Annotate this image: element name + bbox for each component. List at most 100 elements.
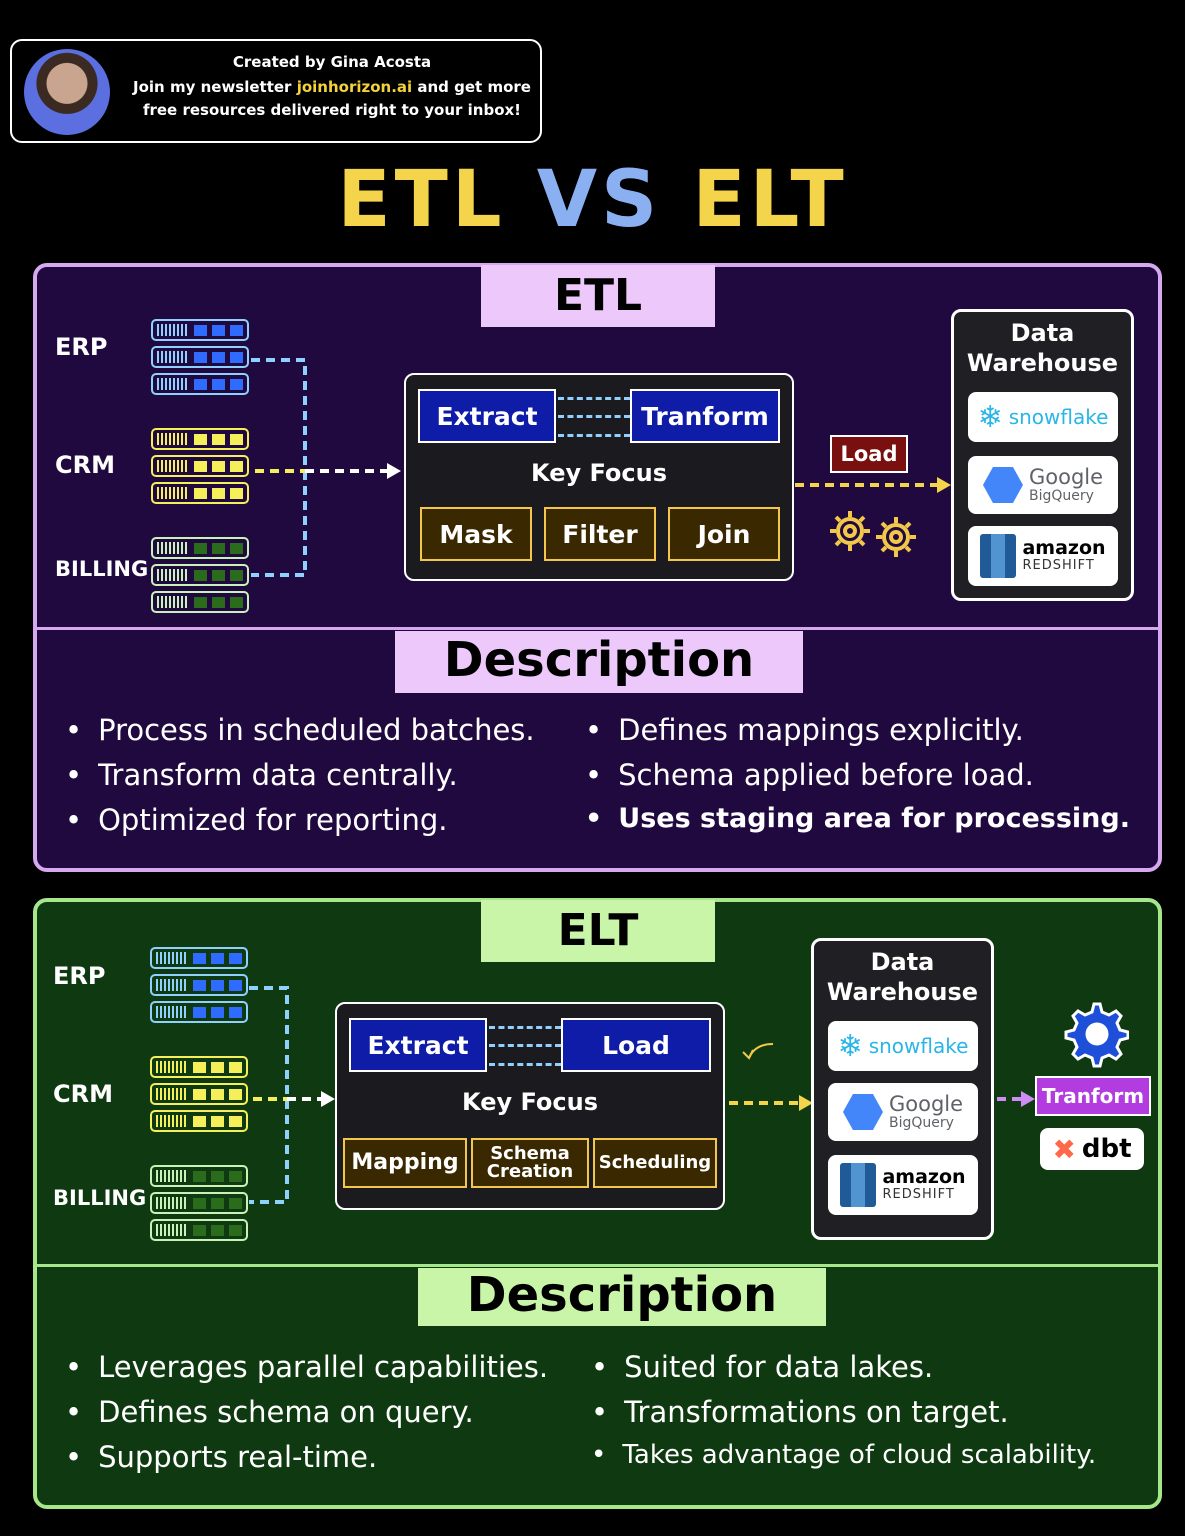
elt-tag: ELT — [481, 900, 715, 962]
desc-item: Defines schema on query. — [65, 1395, 548, 1440]
server-icon — [150, 1192, 248, 1214]
server-icon — [150, 1083, 248, 1105]
server-icon — [150, 1056, 248, 1078]
desc-item: Process in scheduled batches. — [65, 713, 535, 758]
snowflake-icon: ❄ — [977, 399, 1003, 435]
transform-step: Tranform — [630, 389, 780, 443]
dbt-icon: ✖ — [1052, 1132, 1076, 1166]
elt-desc-left: Leverages parallel capabilities. Defines… — [65, 1350, 548, 1485]
elt-panel: ELT ERP CRM BILLING Extract Load Key Foc… — [33, 898, 1162, 1509]
newsletter-line: Join my newsletter joinhorizon.ai and ge… — [133, 78, 531, 96]
etl-panel: ETL ERP CRM BILLING Extract Tranform Key… — [33, 263, 1162, 872]
key-focus-label: Key Focus — [531, 459, 667, 487]
desc-item: Optimized for reporting. — [65, 803, 535, 848]
crm-label: CRM — [55, 451, 115, 479]
billing-servers — [150, 1165, 248, 1241]
server-icon — [150, 947, 248, 969]
load-label: Load — [830, 435, 908, 473]
step-connector — [558, 397, 630, 437]
extract-step: Extract — [418, 389, 556, 443]
newsletter-link[interactable]: joinhorizon.ai — [296, 78, 413, 96]
focus-schema-creation: Schema Creation — [471, 1138, 589, 1188]
key-focus-label: Key Focus — [462, 1088, 598, 1116]
etl-connectors — [251, 358, 951, 577]
erp-servers — [150, 947, 248, 1023]
desc-item: Leverages parallel capabilities. — [65, 1350, 548, 1395]
etl-description-tag: Description — [395, 631, 803, 693]
server-icon — [151, 591, 249, 613]
focus-filter: Filter — [544, 507, 656, 561]
redshift-icon — [840, 1163, 877, 1207]
desc-item: Transform data centrally. — [65, 758, 535, 803]
billing-label: BILLING — [53, 1186, 147, 1210]
server-icon — [151, 346, 249, 368]
redshift-icon — [980, 534, 1017, 578]
server-icon — [150, 1110, 248, 1132]
etl-divider — [37, 627, 1158, 630]
warehouse-title: Data Warehouse — [966, 319, 1119, 377]
server-icon — [151, 537, 249, 559]
server-icon — [151, 482, 249, 504]
etl-tag: ETL — [481, 265, 715, 327]
server-icon — [150, 1219, 248, 1241]
elt-divider — [37, 1264, 1158, 1267]
transform-label: Tranform — [1035, 1076, 1151, 1116]
server-icon — [151, 373, 249, 395]
erp-servers — [151, 319, 249, 395]
elt-process-box: Extract Load Key Focus Mapping Schema Cr… — [335, 1002, 725, 1210]
elt-description-tag: Description — [418, 1268, 826, 1326]
billing-servers — [151, 537, 249, 613]
dbt-logo: ✖dbt — [1040, 1128, 1144, 1170]
etl-process-box: Extract Tranform Key Focus Mask Filter J… — [404, 373, 794, 581]
focus-mask: Mask — [420, 507, 532, 561]
erp-label: ERP — [53, 962, 106, 990]
warehouse-title: Data Warehouse — [826, 948, 979, 1006]
erp-label: ERP — [55, 333, 108, 361]
desc-item: Defines mappings explicitly. — [585, 713, 1130, 758]
server-icon — [151, 564, 249, 586]
load-step: Load — [561, 1018, 711, 1072]
bigquery-icon — [982, 467, 1023, 503]
server-icon — [151, 455, 249, 477]
creator-card: Created by Gina Acosta Join my newslette… — [10, 39, 542, 143]
gears-icon — [830, 511, 916, 557]
snowflake-logo: ❄snowflake — [828, 1021, 978, 1071]
elt-desc-right: Suited for data lakes. Transformations o… — [591, 1350, 1096, 1485]
elt-connectors — [249, 986, 1035, 1204]
server-icon — [150, 1165, 248, 1187]
server-icon — [150, 974, 248, 996]
desc-item: Uses staging area for processing. — [585, 803, 1130, 848]
focus-join: Join — [668, 507, 780, 561]
desc-item: Takes advantage of cloud scalability. — [591, 1440, 1096, 1485]
bigquery-icon — [842, 1094, 883, 1130]
billing-label: BILLING — [55, 557, 149, 581]
crm-label: CRM — [53, 1080, 113, 1108]
avatar — [24, 49, 110, 135]
created-by: Created by Gina Acosta — [232, 53, 432, 71]
focus-mapping: Mapping — [343, 1138, 467, 1188]
focus-scheduling: Scheduling — [593, 1138, 717, 1188]
resources-line: free resources delivered right to your i… — [142, 101, 522, 119]
step-connector — [489, 1026, 561, 1066]
crm-servers — [150, 1056, 248, 1132]
server-icon — [151, 428, 249, 450]
desc-item: Supports real-time. — [65, 1440, 548, 1485]
desc-item: Transformations on target. — [591, 1395, 1096, 1440]
server-icon — [151, 319, 249, 341]
etl-desc-right: Defines mappings explicitly. Schema appl… — [585, 713, 1130, 848]
snowflake-logo: ❄snowflake — [968, 392, 1118, 442]
desc-item: Suited for data lakes. — [591, 1350, 1096, 1395]
desc-item: Schema applied before load. — [585, 758, 1130, 803]
gear-icon — [1064, 1002, 1129, 1068]
crm-servers — [151, 428, 249, 504]
snowflake-icon: ❄ — [837, 1028, 863, 1064]
page-title: ETL VS ELT — [337, 155, 848, 245]
etl-desc-left: Process in scheduled batches. Transform … — [65, 713, 535, 848]
server-icon — [150, 1001, 248, 1023]
